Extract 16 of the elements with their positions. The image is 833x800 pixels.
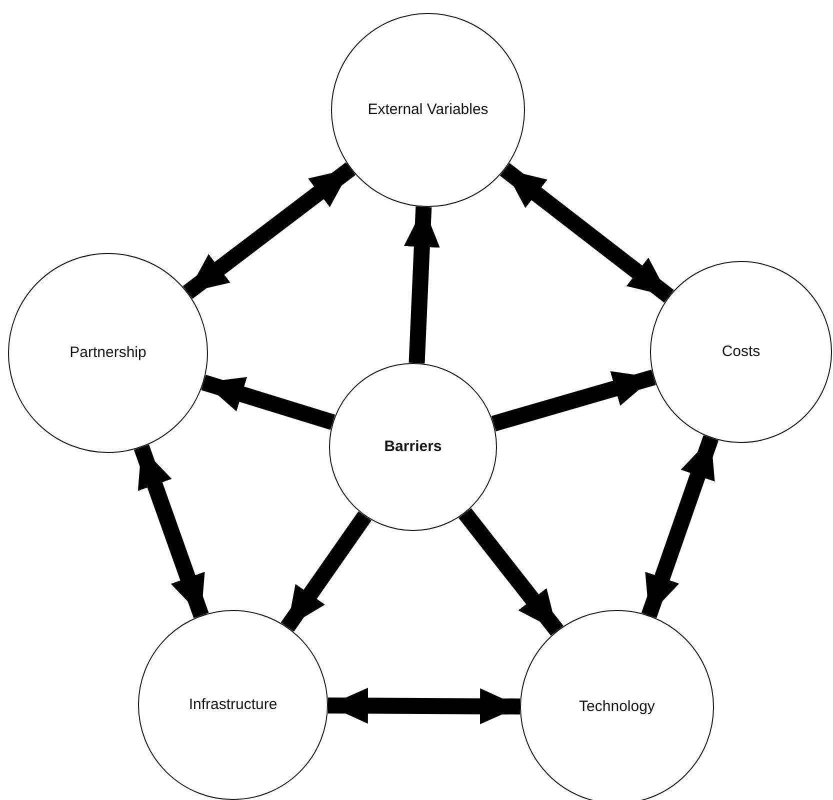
block-arrow bbox=[404, 206, 440, 364]
block-arrow bbox=[201, 374, 336, 430]
node-label: External Variables bbox=[368, 100, 488, 120]
block-arrow bbox=[641, 435, 719, 618]
node-label: Partnership bbox=[70, 343, 146, 363]
block-arrow bbox=[328, 688, 520, 724]
block-arrow bbox=[182, 162, 356, 299]
node-label: Technology bbox=[579, 697, 655, 717]
block-arrow bbox=[500, 163, 674, 303]
node-label: Barriers bbox=[384, 437, 442, 457]
node-label: Infrastructure bbox=[188, 695, 278, 715]
block-arrow bbox=[491, 370, 656, 432]
node-label: Costs bbox=[722, 342, 760, 362]
block-arrow bbox=[280, 511, 372, 632]
block-arrow bbox=[134, 444, 209, 618]
block-arrow bbox=[458, 508, 564, 636]
